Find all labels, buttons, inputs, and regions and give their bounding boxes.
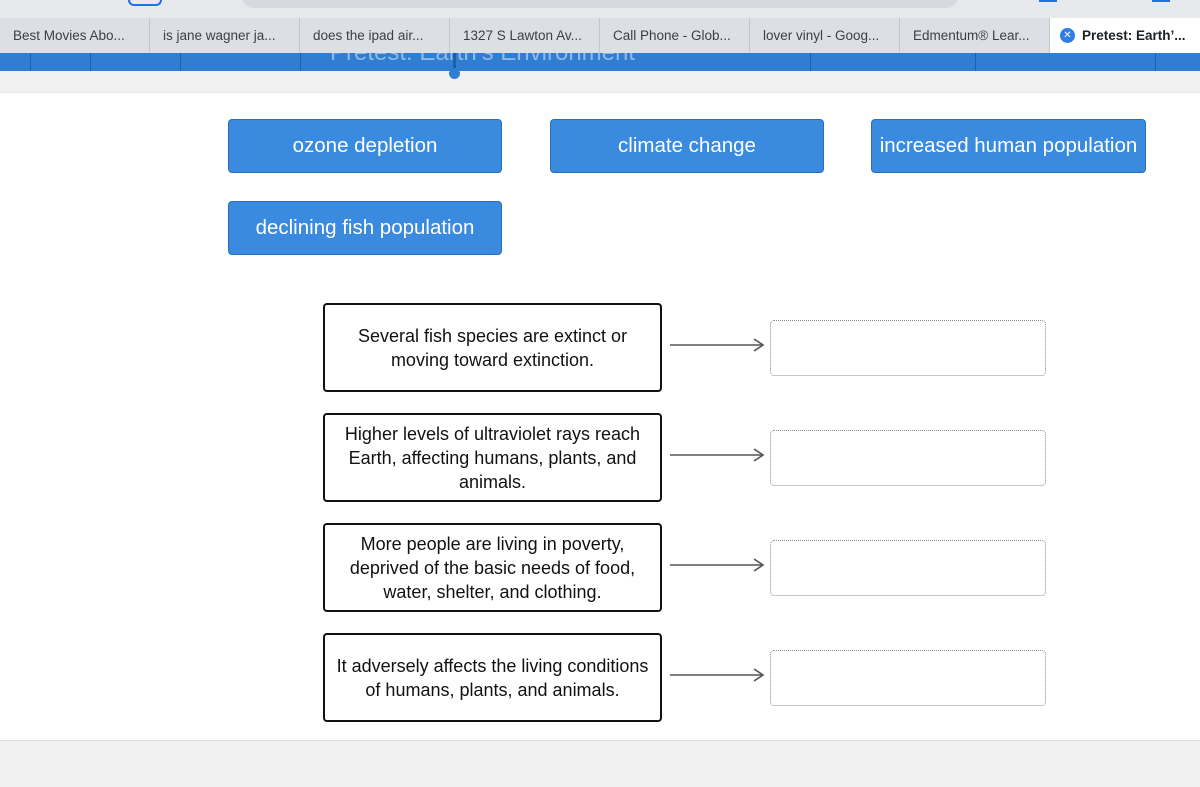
header-band [0, 71, 1200, 93]
drop-target[interactable] [770, 650, 1046, 706]
arrow-right-icon [670, 668, 765, 682]
browser-tab[interactable]: Call Phone - Glob... [600, 18, 750, 53]
browser-tab-label: does the ipad air... [313, 28, 424, 43]
progress-thumb [449, 68, 460, 79]
browser-tab[interactable]: 1327 S Lawton Av... [450, 18, 600, 53]
app-header: Pretest: Earth’s Environment [0, 53, 1200, 71]
browser-tab-bar: Best Movies Abo... is jane wagner ja... … [0, 18, 1200, 53]
header-divider [180, 53, 181, 71]
clue-text: Several fish species are extinct or movi… [357, 325, 628, 370]
browser-tab-active[interactable]: ✕ Pretest: Earth’... [1050, 18, 1200, 53]
header-divider [975, 53, 976, 71]
answer-chip-ozone-depletion[interactable]: ozone depletion [228, 119, 502, 173]
browser-tab[interactable]: does the ipad air... [300, 18, 450, 53]
drop-target[interactable] [770, 430, 1046, 486]
header-divider [30, 53, 31, 71]
clue-box: Several fish species are extinct or movi… [323, 303, 662, 392]
close-tab-icon[interactable]: ✕ [1060, 28, 1075, 43]
browser-tab-label: Pretest: Earth’... [1082, 28, 1186, 43]
arrow-right-icon [670, 558, 765, 572]
browser-tab[interactable]: is jane wagner ja... [150, 18, 300, 53]
browser-tab-label: Call Phone - Glob... [613, 28, 731, 43]
toolbar-icon[interactable] [1152, 0, 1170, 2]
clue-text: More people are living in poverty, depri… [349, 533, 636, 602]
browser-tab[interactable]: Best Movies Abo... [0, 18, 150, 53]
arrow-right-icon [670, 448, 765, 462]
page-title: Pretest: Earth’s Environment [330, 53, 635, 67]
clue-text: It adversely affects the living conditio… [336, 655, 649, 700]
address-bar[interactable] [242, 0, 958, 8]
answer-chip-declining-fish-population[interactable]: declining fish population [228, 201, 502, 255]
browser-tab-label: Edmentum® Lear... [913, 28, 1030, 43]
clue-box: It adversely affects the living conditio… [323, 633, 662, 722]
toolbar-icon[interactable] [128, 0, 162, 6]
toolbar-icon[interactable] [1039, 0, 1057, 2]
header-divider [1155, 53, 1156, 71]
drop-target[interactable] [770, 320, 1046, 376]
progress-marker [453, 53, 456, 71]
header-divider [90, 53, 91, 71]
answer-chip-climate-change[interactable]: climate change [550, 119, 824, 173]
footer-bar [0, 740, 1200, 787]
browser-tab-label: Best Movies Abo... [13, 28, 125, 43]
clue-box: More people are living in poverty, depri… [323, 523, 662, 612]
browser-tab[interactable]: lover vinyl - Goog... [750, 18, 900, 53]
clue-text: Higher levels of ultraviolet rays reach … [344, 423, 641, 492]
browser-tab[interactable]: Edmentum® Lear... [900, 18, 1050, 53]
answer-chip-increased-human-population[interactable]: increased human population [871, 119, 1146, 173]
arrow-right-icon [670, 338, 765, 352]
browser-tab-label: lover vinyl - Goog... [763, 28, 880, 43]
browser-top-strip [0, 0, 1200, 18]
header-divider [300, 53, 301, 71]
header-divider [810, 53, 811, 71]
browser-tab-label: 1327 S Lawton Av... [463, 28, 582, 43]
browser-tab-label: is jane wagner ja... [163, 28, 276, 43]
drop-target[interactable] [770, 540, 1046, 596]
clue-box: Higher levels of ultraviolet rays reach … [323, 413, 662, 502]
